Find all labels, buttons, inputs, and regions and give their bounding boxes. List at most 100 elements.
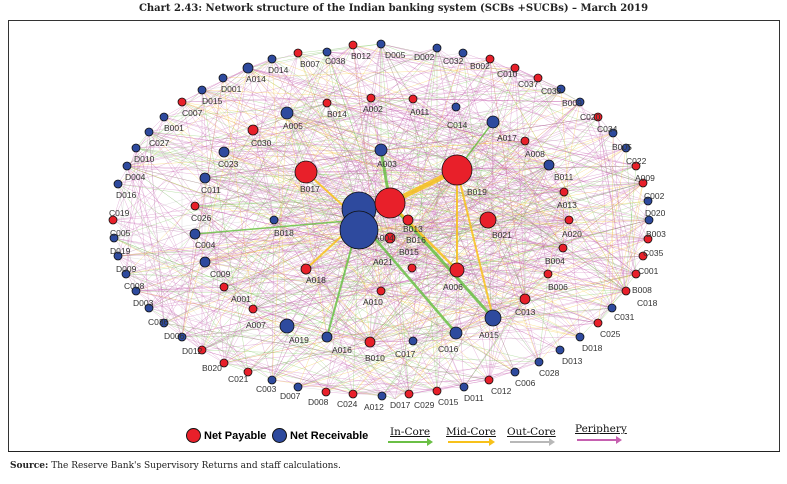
- edge: [326, 51, 644, 257]
- edge: [305, 268, 438, 392]
- edge: [326, 51, 613, 309]
- edge: [297, 361, 540, 388]
- bank-node-c036: [159, 318, 169, 328]
- edge: [223, 97, 372, 364]
- bank-node-b007: [293, 48, 303, 58]
- edge: [487, 219, 627, 292]
- edge: [194, 233, 637, 275]
- edge: [380, 43, 614, 134]
- edge: [305, 67, 516, 173]
- edge: [352, 44, 382, 292]
- bank-node-b020: [219, 358, 229, 368]
- edge: [286, 112, 549, 275]
- bank-node-d006: [177, 332, 187, 342]
- bank-node-label: A004: [374, 233, 394, 243]
- edge: [194, 233, 371, 343]
- edge: [271, 58, 550, 166]
- edge: [201, 58, 273, 91]
- bank-node-d012: [197, 345, 207, 355]
- bank-node-d007: [293, 382, 303, 392]
- edge: [148, 131, 371, 343]
- edge: [286, 112, 627, 149]
- edge: [325, 340, 414, 393]
- edge: [135, 147, 225, 364]
- net-payable-swatch: [186, 428, 201, 443]
- edge: [456, 169, 627, 292]
- edge: [611, 132, 614, 309]
- edge: [394, 106, 457, 400]
- bank-node-a001: [248, 304, 258, 314]
- edge: [194, 205, 371, 343]
- edge: [487, 116, 599, 221]
- edge: [252, 273, 637, 310]
- edge: [369, 169, 458, 343]
- edge: [326, 51, 465, 388]
- edge: [194, 205, 457, 334]
- edge: [417, 234, 490, 381]
- edge: [412, 298, 526, 342]
- edge: [488, 67, 516, 381]
- edge: [369, 219, 570, 343]
- edge: [380, 290, 516, 373]
- edge: [135, 177, 206, 292]
- edge: [204, 261, 254, 310]
- bank-node-label: B001: [164, 123, 184, 133]
- edge: [252, 238, 649, 310]
- bank-node-label: B006: [548, 282, 568, 292]
- divider: [8, 451, 780, 452]
- edge: [488, 121, 494, 381]
- edge: [389, 88, 562, 239]
- edge: [126, 67, 249, 167]
- edge: [404, 248, 549, 275]
- edge: [125, 44, 354, 275]
- edge: [271, 237, 391, 381]
- edge: [305, 255, 394, 270]
- edge: [271, 147, 627, 381]
- edge: [569, 221, 627, 292]
- edge: [389, 202, 649, 240]
- edge: [286, 112, 382, 151]
- edge: [194, 205, 458, 271]
- edge: [370, 97, 526, 142]
- edge: [194, 205, 360, 210]
- edge: [204, 261, 599, 324]
- edge: [252, 129, 275, 221]
- edge: [380, 149, 564, 249]
- edge: [404, 248, 561, 351]
- bank-node-b018: [269, 215, 279, 225]
- edge: [223, 171, 307, 288]
- edge: [163, 221, 571, 324]
- edge: [201, 89, 360, 210]
- edge: [370, 97, 644, 184]
- edge: [247, 67, 489, 221]
- edge: [148, 255, 644, 309]
- edge: [201, 89, 414, 100]
- edge: [412, 219, 570, 342]
- edge: [126, 140, 526, 167]
- edge: [286, 112, 565, 193]
- edge: [537, 77, 626, 292]
- edge: [273, 219, 371, 343]
- edge: [358, 219, 570, 231]
- edge: [135, 147, 650, 221]
- edge: [369, 340, 414, 343]
- edge: [273, 219, 649, 240]
- edge: [223, 151, 637, 275]
- edge: [113, 164, 550, 239]
- edge: [492, 121, 564, 249]
- edge: [411, 169, 458, 269]
- edge: [126, 165, 581, 338]
- edge: [326, 106, 457, 338]
- bank-node-a002: [366, 93, 376, 103]
- edge: [408, 371, 516, 395]
- edge: [538, 273, 549, 363]
- edge: [370, 97, 581, 103]
- edge: [117, 183, 564, 249]
- edge: [489, 58, 627, 292]
- edge: [201, 237, 391, 351]
- bank-node-b006: [543, 269, 553, 279]
- edge: [112, 147, 137, 221]
- bank-node-label: C024: [337, 399, 358, 409]
- bank-node-label: C002: [644, 191, 665, 201]
- edge: [223, 102, 328, 288]
